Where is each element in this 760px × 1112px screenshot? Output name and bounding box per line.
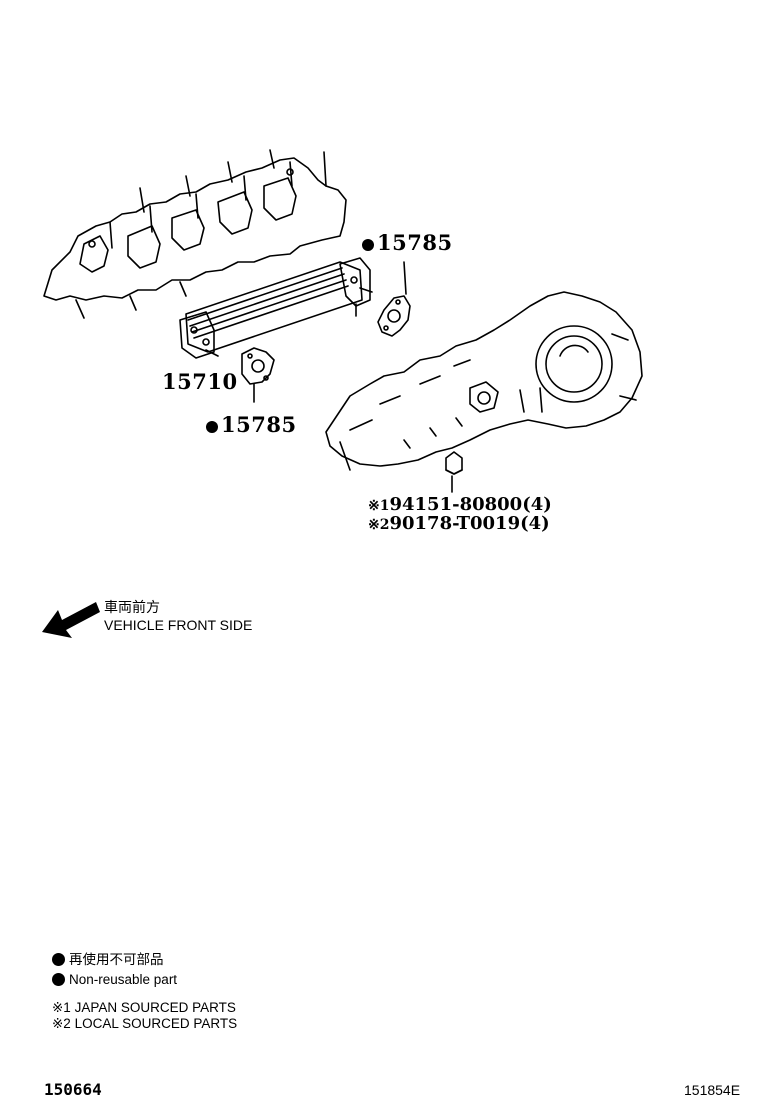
footer-right-code: 151854E [684,1082,741,1098]
filled-circle-icon [52,972,65,986]
callout-gasket-bottom: 15785 [206,412,297,437]
bolt-partno-2: ※290178-T0019(4) [368,513,550,534]
bolt-partno-1-number: 94151-80800(4) [389,494,552,515]
callout-gasket-bottom-label: 15785 [221,412,297,437]
callout-gasket-top: 15785 [362,230,453,255]
bolt-partno-1: ※194151-80800(4) [368,494,552,515]
bolt-partno-1-mark: ※1 [368,498,390,514]
bolt-drawing [445,451,463,493]
gasket-top-drawing [377,261,411,337]
callout-gasket-top-label: 15785 [377,230,453,255]
oil-cooler-cover-drawing [325,291,643,471]
bolt-partno-2-mark: ※2 [368,517,390,533]
filled-circle-icon [206,420,218,433]
direction-label-jp: 車両前方 [104,599,160,615]
legend-non-reusable-jp-text: 再使用不可部品 [69,952,164,967]
footer-left-code: 150664 [44,1080,102,1099]
filled-circle-icon [52,952,65,966]
legend-non-reusable-en-text: Non-reusable part [69,972,178,987]
gasket-bottom-drawing [241,347,275,403]
oil-cooler-drawing [179,257,373,359]
legend-note-local-sourced: ※2 LOCAL SOURCED PARTS [52,1016,238,1031]
bolt-partno-2-number: 90178-T0019(4) [389,513,550,534]
filled-circle-icon [362,238,374,251]
arrow-down-left-icon [42,602,100,638]
direction-label-en: VEHICLE FRONT SIDE [104,617,253,633]
legend-note-japan-sourced: ※1 JAPAN SOURCED PARTS [52,1000,236,1015]
engine-block-drawing [43,149,347,319]
callout-oil-cooler: 15710 [162,369,238,394]
legend-non-reusable-jp: 再使用不可部品 [52,950,164,969]
legend-non-reusable-en: Non-reusable part [52,970,177,989]
